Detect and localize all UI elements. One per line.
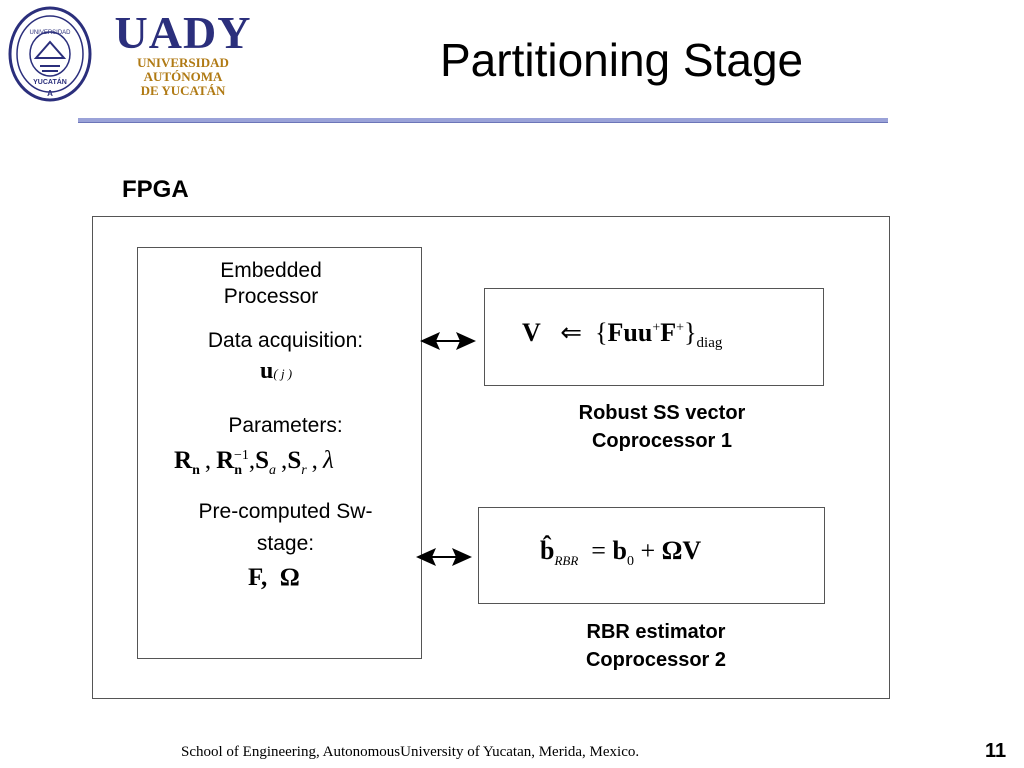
data-acquisition-label: Data acquisition:: [207, 329, 364, 352]
bidirectional-arrow-icon: [416, 548, 472, 566]
parameters-math: Rn , Rn−1,Sa ,Sr , λ: [174, 447, 334, 478]
precomputed-label-line1: Pre-computed Sw-: [198, 500, 373, 523]
university-name-line: AUTÓNOMA: [143, 69, 223, 84]
coprocessor2-caption-line2: Coprocessor 2: [585, 649, 727, 671]
coprocessor2-equation: b̂RBR = b0 + ΩV: [540, 536, 702, 570]
coprocessor1-equation: V ⇐ {Fuu+F+}diag: [522, 318, 723, 352]
precomputed-math: F, Ω: [248, 564, 300, 591]
university-name-line: UNIVERSIDAD: [137, 55, 229, 70]
processor-title-line2: Processor: [223, 285, 319, 308]
university-name-line: DE YUCATÁN: [140, 83, 226, 98]
bidirectional-arrow-icon: [420, 332, 476, 350]
coprocessor2-box: [478, 507, 825, 604]
university-seal-logo: UNIVERSIDAD YUCATÁN A: [8, 6, 92, 102]
slide-title: Partitioning Stage: [440, 34, 804, 86]
svg-text:UNIVERSIDAD: UNIVERSIDAD: [29, 30, 71, 36]
fpga-box: [92, 216, 890, 699]
page-number: 11: [985, 740, 1007, 762]
data-acquisition-math: u( j ): [260, 358, 293, 384]
embedded-processor-box: [137, 247, 422, 659]
title-divider: [78, 118, 888, 123]
parameters-label: Parameters:: [228, 414, 343, 437]
coprocessor1-box: [484, 288, 824, 386]
coprocessor2-caption-line1: RBR estimator: [586, 621, 726, 643]
svg-text:A: A: [47, 89, 53, 98]
coprocessor1-caption-line2: Coprocessor 1: [591, 430, 733, 452]
logo-wordmark: UADY: [114, 7, 252, 58]
fpga-label: FPGA: [122, 176, 189, 203]
svg-text:YUCATÁN: YUCATÁN: [33, 77, 67, 86]
footer-text: School of Engineering, AutonomousUnivers…: [181, 744, 640, 760]
university-logo: UADY UNIVERSIDAD AUTÓNOMA DE YUCATÁN: [98, 10, 268, 100]
processor-title-line1: Embedded: [220, 259, 322, 282]
precomputed-label-line2: stage:: [256, 532, 315, 555]
coprocessor1-caption-line1: Robust SS vector: [578, 402, 746, 424]
